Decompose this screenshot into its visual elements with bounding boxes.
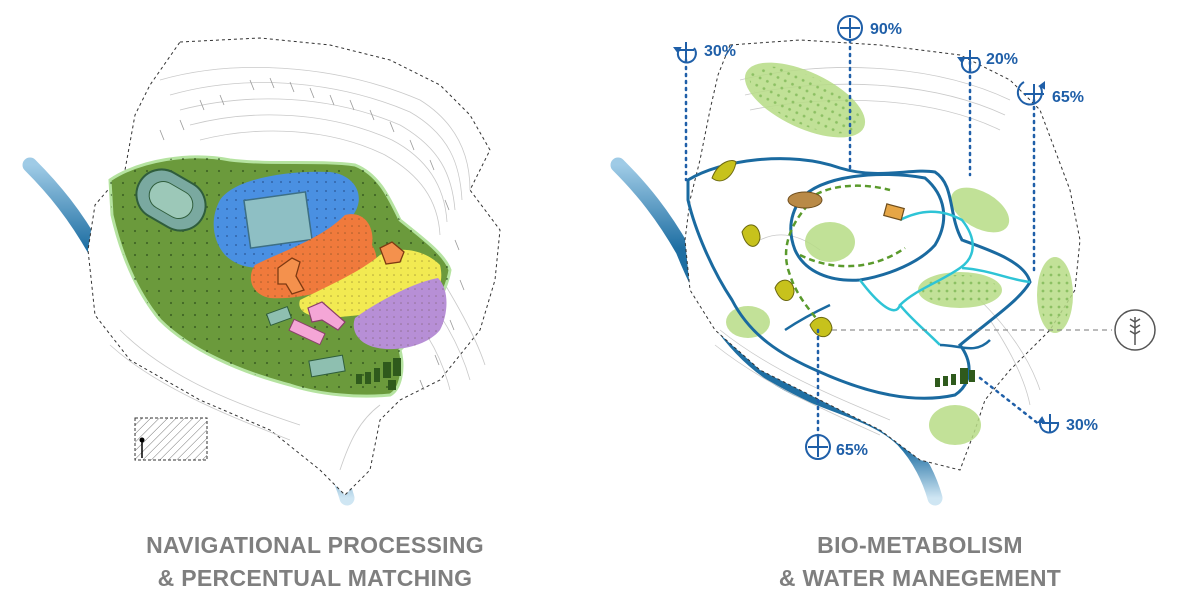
leaf-marker-1: [711, 160, 737, 182]
slope-hatch-left: [159, 77, 465, 391]
caption-left-line1: NAVIGATIONAL PROCESSING: [146, 532, 484, 558]
plus-rotate-icon: [957, 50, 981, 74]
wheat-icon: [1114, 309, 1156, 351]
plus-circle-icon: [837, 15, 863, 41]
water-channel-cyan: [859, 210, 1031, 346]
building-orange: [277, 257, 305, 295]
plus-rotate-icon: [673, 42, 697, 64]
plus-circle-icon: [805, 434, 831, 460]
stat-value: 65%: [1052, 89, 1084, 106]
stat-north: 90%: [837, 15, 902, 41]
hatch-legend-icon: [134, 417, 208, 461]
veg-patch-inner: [805, 222, 855, 262]
stat-north-east: 20%: [957, 50, 1018, 74]
stat-north-west: 30%: [673, 42, 736, 64]
veg-patch-south: [929, 405, 981, 445]
building-yellow: [379, 241, 405, 265]
caption-left: NAVIGATIONAL PROCESSING & PERCENTUAL MAT…: [85, 529, 545, 595]
stat-value: 30%: [704, 43, 736, 60]
veg-patch-north-east: [950, 187, 1010, 233]
leaf-marker-3: [774, 279, 795, 301]
plus-rotate-icon: [1037, 414, 1060, 434]
stat-value: 30%: [1066, 417, 1098, 434]
site-outline-right: [684, 39, 1081, 471]
plaza-blue: [243, 191, 313, 249]
left-diagram: [22, 37, 501, 506]
water-loop-inner: [789, 173, 946, 282]
pad-teal-1: [265, 305, 293, 327]
stat-south: 65%: [805, 434, 868, 460]
flow-path-green: [784, 184, 906, 331]
stat-value: 90%: [870, 21, 902, 38]
pad-pink: [288, 318, 326, 346]
caption-right-line2: & WATER MANEGEMENT: [778, 565, 1062, 591]
leaf-marker-2: [741, 224, 761, 247]
stat-south-east: 30%: [1037, 414, 1098, 434]
caption-right-line1: BIO-METABOLISM: [817, 532, 1023, 558]
pond-brown: [787, 191, 823, 209]
right-diagram: 30% 90% 20% 65%: [610, 15, 1156, 506]
building-brown: [883, 203, 905, 221]
tree-cluster-left: [356, 358, 401, 390]
caption-left-line2: & PERCENTUAL MATCHING: [157, 565, 473, 591]
stat-value: 20%: [986, 51, 1018, 68]
pad-teal-2: [308, 354, 346, 378]
contours-left: [109, 67, 486, 471]
caption-right: BIO-METABOLISM & WATER MANEGEMENT: [690, 529, 1150, 595]
leaf-marker-4: [809, 317, 833, 338]
tree-cluster-right: [935, 368, 975, 387]
stat-value: 65%: [836, 442, 868, 459]
building-pink: [307, 301, 346, 331]
water-branch-south: [784, 303, 991, 350]
stat-east: 65%: [1016, 81, 1084, 106]
leaf-markers: [711, 160, 833, 338]
plus-rotate-icon: [1016, 81, 1045, 106]
leader-lines: [684, 38, 1042, 442]
